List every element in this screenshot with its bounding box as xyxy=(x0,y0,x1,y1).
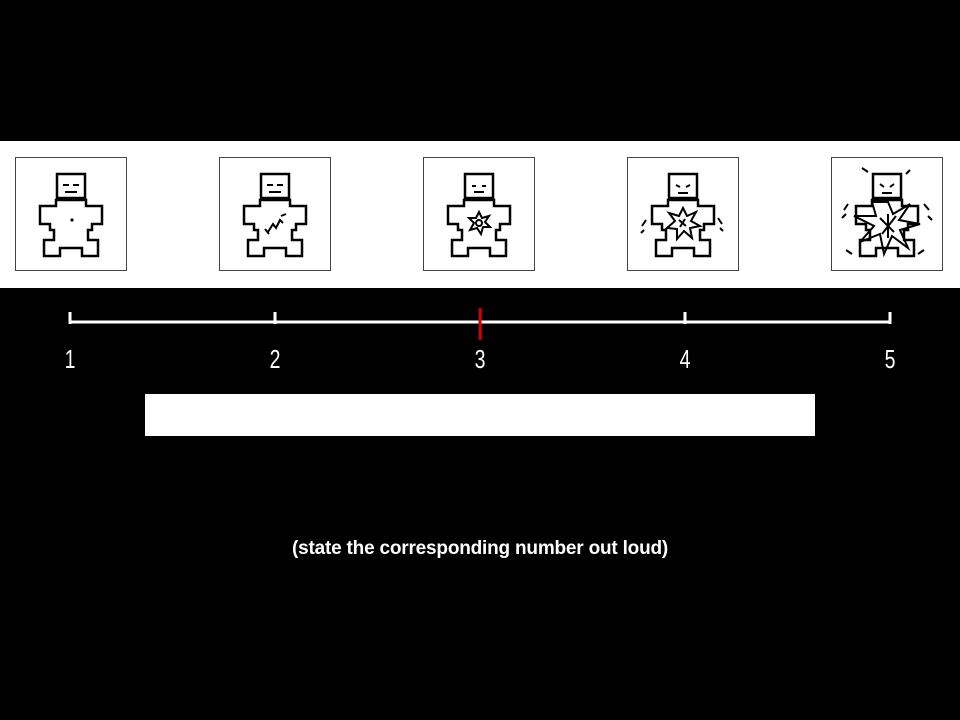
moderate-pain-figure-icon xyxy=(446,172,512,258)
rating-scale[interactable] xyxy=(0,300,960,344)
extreme-pain-figure-icon xyxy=(841,167,933,258)
scale-label-3[interactable]: 3 xyxy=(474,344,486,374)
scale-label-2[interactable]: 2 xyxy=(269,344,281,374)
mild-pain-figure-icon xyxy=(242,172,308,258)
scale-label-4[interactable]: 4 xyxy=(679,344,691,374)
severe-pain-figure-icon xyxy=(640,172,724,258)
answer-input[interactable] xyxy=(145,394,815,436)
instruction-text: (state the corresponding number out loud… xyxy=(291,538,669,559)
no-pain-figure-icon xyxy=(38,172,104,258)
pain-figure-1 xyxy=(15,157,127,271)
pain-figure-4 xyxy=(627,157,739,271)
pain-figure-2 xyxy=(219,157,331,271)
scale-label-5[interactable]: 5 xyxy=(884,344,896,374)
scale-label-1[interactable]: 1 xyxy=(64,344,76,374)
pain-figure-strip xyxy=(0,141,960,288)
pain-figure-5 xyxy=(831,157,943,271)
pain-figure-3 xyxy=(423,157,535,271)
